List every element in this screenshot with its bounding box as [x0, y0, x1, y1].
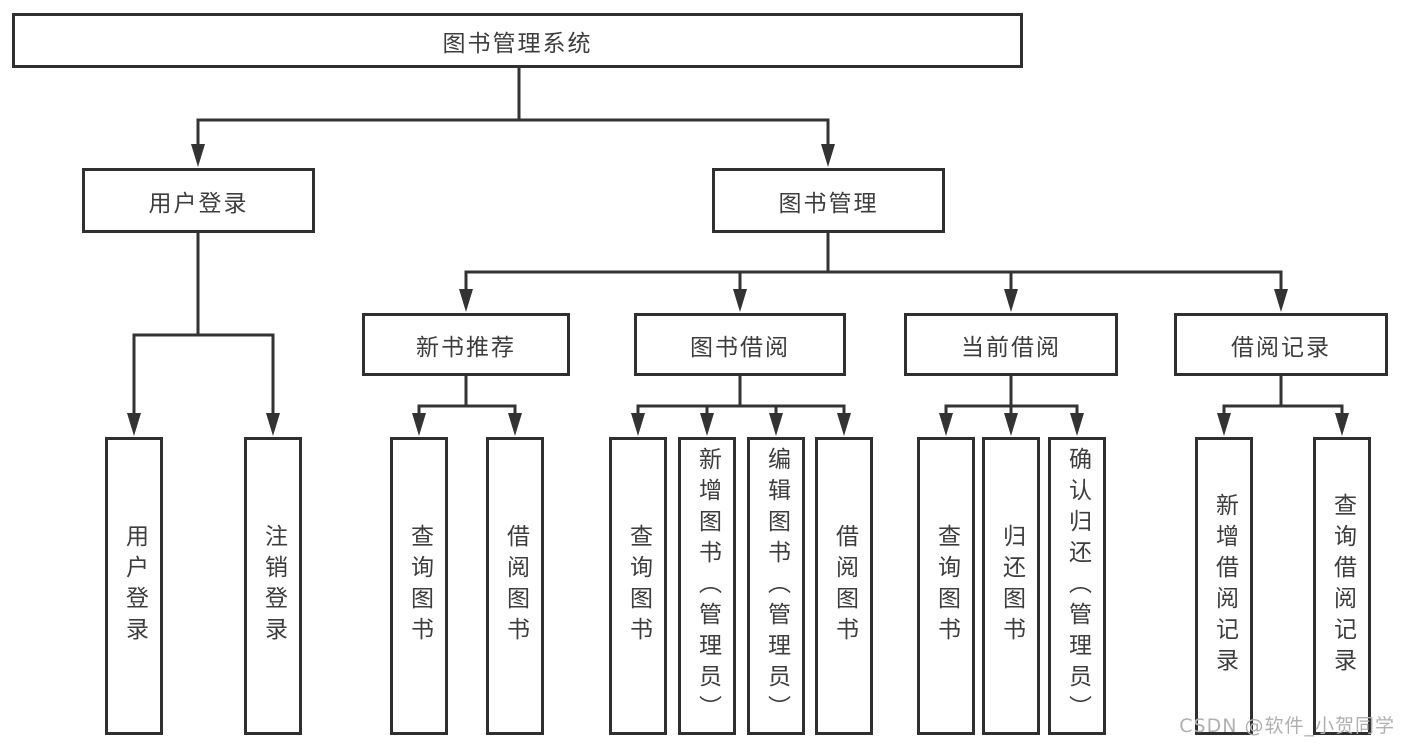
- leaf-borrow-books-recommend-label: 借阅图书: [502, 524, 529, 648]
- leaf-logout: 注销登录: [244, 437, 302, 735]
- leaf-query-books-current: 查询图书: [917, 437, 975, 735]
- node-user-login-label: 用户登录: [148, 190, 249, 217]
- leaf-add-book-admin: 新增图书（管理员）: [678, 437, 736, 735]
- node-library-system: 图书管理系统: [12, 13, 1023, 68]
- leaf-user-login: 用户登录: [105, 437, 163, 735]
- leaf-return-book: 归还图书: [982, 437, 1040, 735]
- leaf-edit-book-admin-label: 编辑图书（管理员）: [763, 446, 790, 726]
- node-book-management: 图书管理: [712, 168, 945, 233]
- leaf-add-book-admin-label: 新增图书（管理员）: [694, 446, 721, 726]
- leaf-borrow-books-borrowing: 借阅图书: [815, 437, 873, 735]
- arrowheads: [127, 144, 1349, 436]
- leaf-edit-book-admin: 编辑图书（管理员）: [747, 437, 805, 735]
- leaf-query-books-current-label: 查询图书: [933, 524, 960, 648]
- node-new-book-recommendation: 新书推荐: [362, 313, 570, 376]
- node-book-management-label: 图书管理: [778, 190, 879, 217]
- leaf-return-book-label: 归还图书: [998, 524, 1025, 648]
- node-new-book-recommendation-label: 新书推荐: [416, 334, 516, 361]
- leaf-add-borrow-record-label: 新增借阅记录: [1211, 493, 1238, 679]
- leaf-user-login-label: 用户登录: [121, 524, 148, 648]
- leaf-add-borrow-record: 新增借阅记录: [1195, 437, 1253, 735]
- node-current-borrowing: 当前借阅: [904, 313, 1118, 376]
- leaf-query-books-recommend-label: 查询图书: [406, 524, 433, 648]
- leaf-confirm-return-admin: 确认归还（管理员）: [1048, 437, 1106, 735]
- node-current-borrowing-label: 当前借阅: [961, 334, 1061, 361]
- node-user-login: 用户登录: [82, 168, 315, 233]
- leaf-query-borrow-record: 查询借阅记录: [1313, 437, 1371, 735]
- node-borrowing-records-label: 借阅记录: [1231, 334, 1331, 361]
- node-library-system-label: 图书管理系统: [442, 30, 593, 57]
- leaf-query-borrow-record-label: 查询借阅记录: [1329, 493, 1356, 679]
- leaf-query-books-borrowing-label: 查询图书: [625, 524, 652, 648]
- leaf-borrow-books-recommend: 借阅图书: [486, 437, 544, 735]
- node-borrowing-records: 借阅记录: [1174, 313, 1388, 376]
- leaf-query-books-borrowing: 查询图书: [609, 437, 667, 735]
- leaf-confirm-return-admin-label: 确认归还（管理员）: [1064, 446, 1091, 726]
- watermark: CSDN @软件_小贺同学: [1179, 715, 1395, 737]
- node-book-borrowing: 图书借阅: [634, 313, 846, 376]
- node-book-borrowing-label: 图书借阅: [690, 334, 790, 361]
- leaf-borrow-books-borrowing-label: 借阅图书: [831, 524, 858, 648]
- leaf-logout-label: 注销登录: [260, 524, 287, 648]
- leaf-query-books-recommend: 查询图书: [390, 437, 448, 735]
